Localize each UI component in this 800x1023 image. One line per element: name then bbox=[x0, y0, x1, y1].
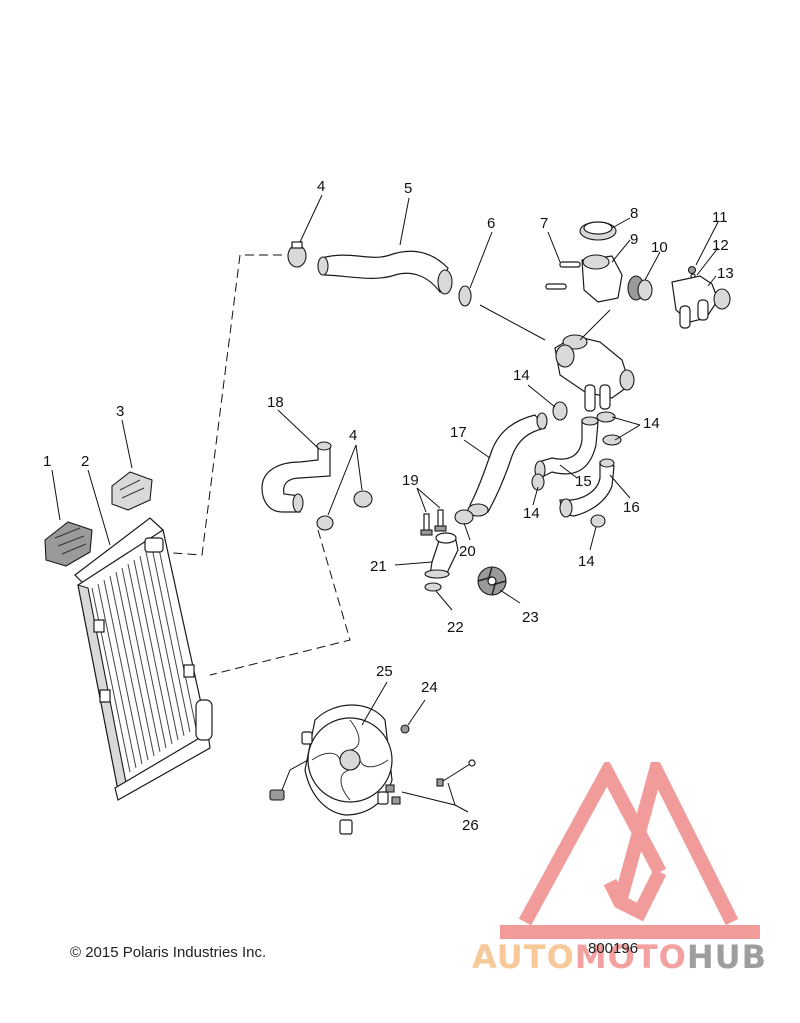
callout-21: 21 bbox=[370, 558, 387, 575]
callout-11: 11 bbox=[712, 209, 728, 226]
hose-clamp-14-upper bbox=[552, 401, 568, 421]
callout-6: 6 bbox=[487, 215, 495, 232]
callout-26: 26 bbox=[462, 817, 479, 834]
hose-clamp-6 bbox=[458, 285, 472, 307]
callout-4-middle: 4 bbox=[349, 427, 357, 444]
copyright-text: © 2015 Polaris Industries Inc. bbox=[70, 944, 267, 961]
drawing-number: 800196 bbox=[588, 940, 639, 957]
callout-25: 25 bbox=[376, 663, 393, 680]
wordmark-hub: HUB bbox=[686, 938, 768, 976]
callout-23: 23 bbox=[522, 609, 539, 626]
fan-assembly-25 bbox=[269, 704, 393, 835]
callout-labels: 1 2 3 4 4 5 6 7 8 9 10 11 12 13 14 14 14… bbox=[43, 178, 734, 834]
hose-clamp-20 bbox=[454, 509, 474, 525]
callout-5: 5 bbox=[404, 180, 412, 197]
callout-17: 17 bbox=[450, 424, 467, 441]
callout-15: 15 bbox=[575, 473, 592, 490]
hose-18 bbox=[261, 441, 332, 513]
callout-3: 3 bbox=[116, 403, 124, 420]
upper-hose-5 bbox=[317, 250, 453, 295]
hose-clamp-14-bottom bbox=[590, 514, 606, 528]
automotohub-wordmark: AUTOMOTOHUB bbox=[472, 938, 767, 976]
o-ring-22 bbox=[424, 582, 442, 592]
seal-pad-1 bbox=[44, 521, 93, 567]
callout-24: 24 bbox=[421, 679, 438, 696]
automotohub-logo bbox=[500, 762, 760, 939]
hose-16 bbox=[559, 458, 615, 518]
callout-22: 22 bbox=[447, 619, 464, 636]
hose-17 bbox=[467, 412, 548, 517]
callout-14-bottom: 14 bbox=[578, 553, 595, 570]
wordmark-auto: AUTO bbox=[472, 938, 575, 976]
routing-lines bbox=[159, 254, 351, 676]
callout-12: 12 bbox=[712, 237, 729, 254]
outlet-fitting-21 bbox=[424, 532, 459, 579]
screw-24 bbox=[400, 724, 410, 734]
callout-16: 16 bbox=[623, 499, 640, 516]
wire-clips-26 bbox=[385, 759, 476, 805]
callout-1: 1 bbox=[43, 453, 51, 470]
bolts-19 bbox=[420, 509, 447, 536]
seal-pad-3 bbox=[111, 471, 153, 511]
hose-clamps-14-right bbox=[596, 411, 622, 446]
callout-7: 7 bbox=[540, 215, 548, 232]
hose-clamp-4-top bbox=[287, 241, 307, 268]
thermostat-assembly bbox=[545, 221, 731, 329]
callout-4-top: 4 bbox=[317, 178, 325, 195]
callout-9: 9 bbox=[630, 231, 638, 248]
callout-18: 18 bbox=[267, 394, 284, 411]
hose-clamp-14-lower-left bbox=[531, 473, 545, 491]
callout-10: 10 bbox=[651, 239, 668, 256]
callout-20: 20 bbox=[459, 543, 476, 560]
callout-2: 2 bbox=[81, 453, 89, 470]
callout-14-upper: 14 bbox=[513, 367, 530, 384]
leader-lines bbox=[51, 194, 719, 813]
callout-14-left: 14 bbox=[523, 505, 540, 522]
callout-13: 13 bbox=[717, 265, 734, 282]
water-pump-housing bbox=[554, 334, 635, 412]
hose-clamps-4-middle bbox=[316, 490, 373, 531]
radiator bbox=[74, 517, 213, 801]
wordmark-moto: MOTO bbox=[574, 938, 687, 976]
callout-8: 8 bbox=[630, 205, 638, 222]
callout-19: 19 bbox=[402, 472, 419, 489]
impeller-23 bbox=[477, 566, 507, 596]
callout-14-right: 14 bbox=[643, 415, 660, 432]
